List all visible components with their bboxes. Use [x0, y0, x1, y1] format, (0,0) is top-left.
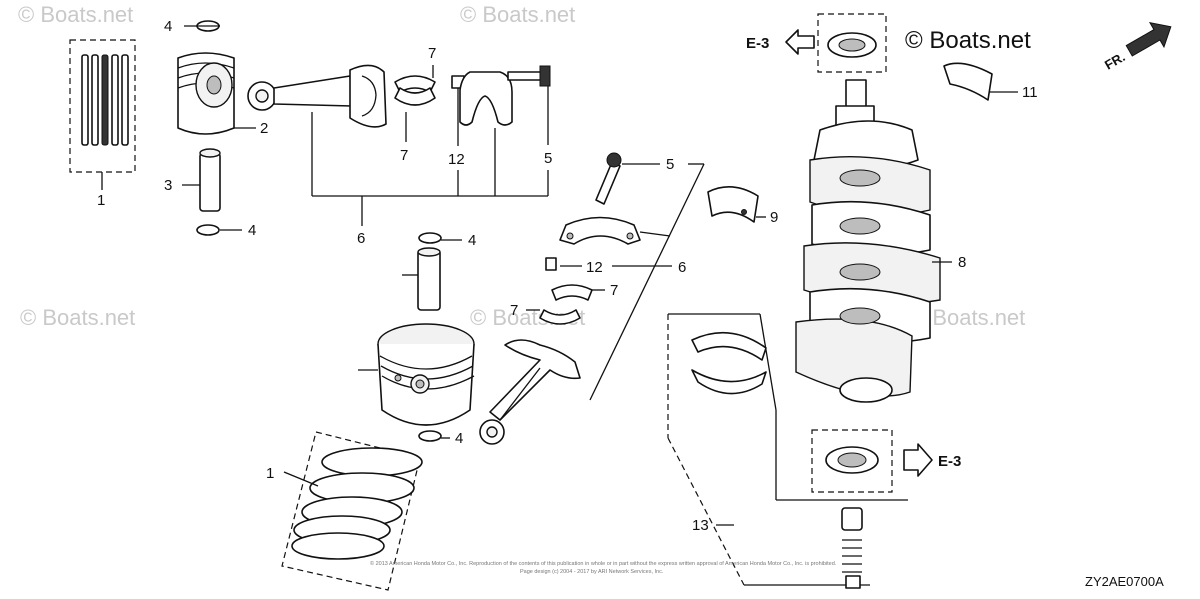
piston-pin-mid — [402, 247, 441, 311]
callout-4-d: 4 — [455, 430, 463, 447]
brand-logo-text: © Boats.net — [905, 27, 1031, 54]
front-arrow-icon — [1125, 21, 1172, 57]
callout-12-top: 12 — [448, 151, 465, 168]
reference-bottom: E-3 — [938, 453, 961, 470]
callout-7-c: 7 — [610, 282, 618, 299]
callout-6-top: 6 — [357, 230, 365, 247]
thrust-washer — [943, 62, 993, 101]
callout-7-d: 7 — [510, 302, 518, 319]
crankshaft — [795, 79, 952, 403]
piston-pin-clip-mid-b — [418, 430, 442, 442]
reference-top: E-3 — [746, 35, 769, 52]
callout-6-mid: 6 — [678, 259, 686, 276]
callout-1-top: 1 — [97, 192, 105, 209]
watermark-top-middle: © Boats.net — [460, 2, 575, 27]
bearing-half-mid-lower — [539, 309, 581, 325]
callout-4-a: 4 — [164, 18, 172, 35]
callout-9: 9 — [770, 209, 778, 226]
piston-pin-clip-top-b — [196, 224, 220, 236]
callout-11: 11 — [1022, 84, 1038, 101]
ring-set-box — [69, 39, 136, 173]
front-label: FR. — [1102, 49, 1128, 72]
bearing-half-mid-upper — [551, 284, 593, 301]
rod-bolt-top — [507, 65, 551, 145]
callout-7-b: 7 — [400, 147, 408, 164]
ref-arrow-bottom — [903, 443, 933, 477]
dowel-pin-mid — [545, 257, 557, 271]
thrust-half-upper — [691, 331, 767, 361]
assembly-bracket-top — [311, 112, 549, 226]
callout-8: 8 — [958, 254, 966, 271]
piston-pin-top — [182, 148, 221, 212]
oil-seal-top — [817, 13, 887, 73]
callout-5-top: 5 — [544, 150, 552, 167]
rod-cap-top — [459, 71, 513, 126]
bearing-halves-top — [394, 65, 436, 142]
piston-ring-set-bottom — [281, 431, 423, 591]
connecting-rod-top — [247, 64, 387, 128]
callout-3-top: 3 — [164, 177, 172, 194]
piston-top — [177, 52, 256, 135]
main-bearing — [707, 186, 759, 223]
relief-valve-assembly — [841, 507, 863, 589]
watermark-top-left: © Boats.net — [18, 2, 133, 27]
callout-12-mid: 12 — [586, 259, 603, 276]
oil-seal-bottom — [811, 429, 893, 493]
rod-bolt-mid — [595, 152, 660, 205]
connecting-rod-mid — [479, 339, 581, 445]
piston-ring-set-top — [69, 39, 136, 190]
ref-arrow-top — [785, 29, 815, 55]
front-direction-marker: FR. — [1102, 21, 1172, 73]
callout-2-top: 2 — [260, 120, 268, 137]
piston-mid — [358, 323, 475, 426]
watermark-mid-left: © Boats.net — [20, 305, 135, 330]
callout-13: 13 — [692, 517, 709, 534]
callout-7-a: 7 — [428, 45, 436, 62]
copyright-line-2: Page design (c) 2004 - 2017 by ARI Netwo… — [520, 569, 664, 575]
callout-1-bottom: 1 — [266, 465, 274, 482]
callout-4-b: 4 — [248, 222, 256, 239]
callout-5-mid: 5 — [666, 156, 674, 173]
rod-cap-mid — [559, 216, 641, 245]
diagram-code: ZY2AE0700A — [1085, 574, 1164, 589]
copyright-line-1: © 2013 American Honda Motor Co., Inc. Re… — [370, 560, 837, 567]
assembly-bracket-mid — [589, 163, 705, 401]
thrust-half-lower — [691, 369, 767, 395]
callout-4-c: 4 — [468, 232, 476, 249]
piston-pin-clip-mid-a — [418, 232, 442, 244]
